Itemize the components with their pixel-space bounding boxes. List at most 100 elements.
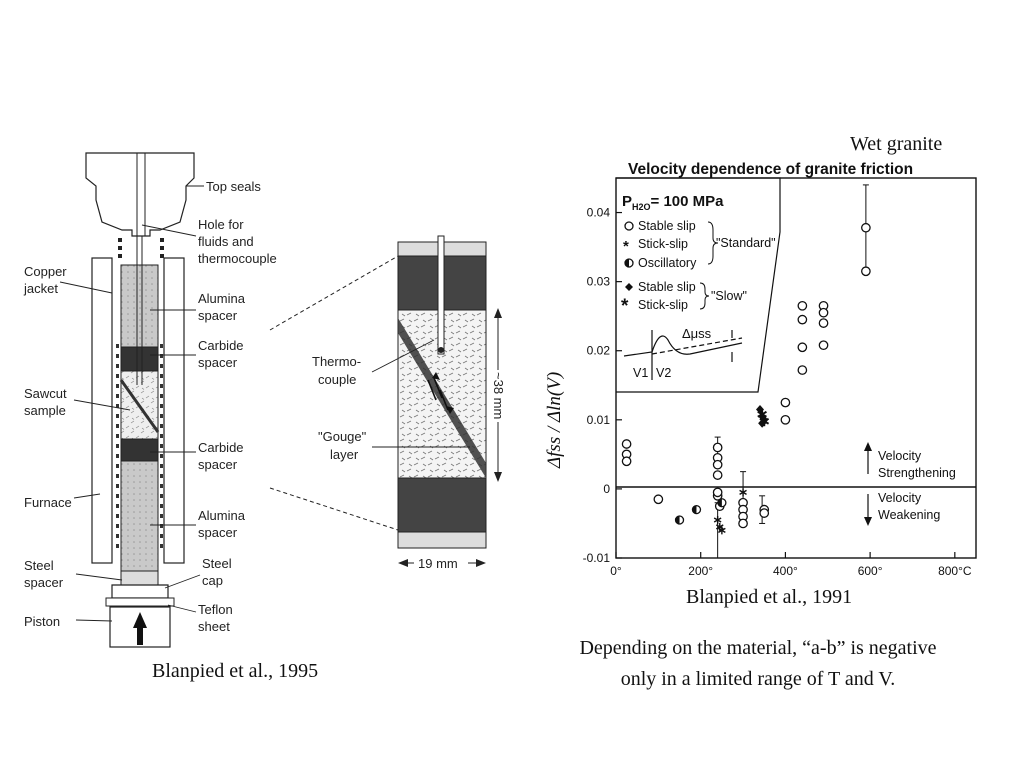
furnace-coil-dot	[116, 344, 119, 348]
label-alumina1-1: Alumina	[198, 291, 246, 306]
legend-standard: "Standard"	[716, 236, 776, 250]
label-teflon-1: Teflon	[198, 602, 233, 617]
furnace-coil-dot	[160, 374, 163, 378]
data-point-open-circle	[818, 340, 829, 351]
data-point-open-circle	[653, 494, 664, 505]
width-dimension: 19 mm	[398, 555, 486, 571]
label-gouge-2: layer	[330, 447, 359, 462]
top-seal-assembly	[85, 152, 195, 258]
legend-stick-slow: Stick-slip	[638, 298, 688, 312]
label-carbide1-2: spacer	[198, 355, 238, 370]
furnace-coil-dot	[116, 424, 119, 428]
furnace-coil-dot	[116, 514, 119, 518]
label-steel-spacer-1: Steel	[24, 558, 54, 573]
chart: -0.0100.010.020.030.040°200°400°600°800°…	[583, 177, 977, 578]
data-point-bold-asterisk	[759, 416, 770, 427]
chart-ylabel: Δfss / Δln(V)	[544, 372, 565, 469]
label-width-dim: 19 mm	[418, 556, 458, 571]
legend-brace-standard	[707, 221, 719, 265]
label-hole-3: thermocouple	[198, 251, 277, 266]
legend-delta-mu: Δμss	[682, 326, 712, 341]
label-steel-cap-2: cap	[202, 573, 223, 588]
legend-stick: Stick-slip	[638, 237, 688, 251]
legend-open-circle-icon	[624, 221, 634, 231]
furnace-coil-dot	[160, 464, 163, 468]
data-point-half-circle	[691, 504, 702, 515]
copper-jacket-left	[91, 257, 113, 564]
data-point-half-circle	[717, 498, 727, 508]
label-weakening-2: Weakening	[878, 508, 940, 522]
furnace-coil-dot	[116, 374, 119, 378]
furnace-coil-dot	[160, 384, 163, 388]
furnace-coil-dot	[160, 444, 163, 448]
legend-half-circle-icon	[624, 258, 634, 268]
label-thermo-2: couple	[318, 372, 356, 387]
furnace-coil-dot	[160, 434, 163, 438]
x-tick-label: 600°	[858, 564, 883, 578]
furnace-coil-dot	[160, 514, 163, 518]
label-piston: Piston	[24, 614, 60, 629]
note-text: Depending on the material, “a-b” is nega…	[520, 633, 996, 695]
furnace-coil-dot	[116, 524, 119, 528]
data-point-open-circle	[797, 342, 808, 353]
furnace-coil-dot	[116, 394, 119, 398]
data-point-open-circle	[712, 442, 723, 453]
label-strengthening-2: Strengthening	[878, 466, 956, 480]
furnace-coil-dot	[116, 494, 119, 498]
data-point-open-circle	[712, 487, 723, 498]
furnace-coil-dot	[160, 494, 163, 498]
label-sawcut-2: sample	[24, 403, 66, 418]
furnace-coil-dot	[160, 424, 163, 428]
apparatus-caption: Blanpied et al., 1995	[152, 660, 319, 682]
furnace-coil-dot	[116, 474, 119, 478]
data-point-open-circle	[780, 397, 791, 408]
detail-connector-top	[269, 255, 399, 331]
furnace-coil-dot	[160, 524, 163, 528]
copper-jacket-right	[163, 257, 185, 564]
furnace-coil-dot	[116, 354, 119, 358]
legend-brace-slow	[699, 282, 710, 310]
furnace-coil-dot	[116, 404, 119, 408]
furnace-coil-dot	[160, 484, 163, 488]
furnace-coil-dot	[116, 504, 119, 508]
furnace-coil-dot	[160, 404, 163, 408]
note-line-2: only in a limited range of T and V.	[620, 668, 896, 690]
x-tick-label: 800°C	[938, 564, 972, 578]
y-tick-label: -0.01	[583, 551, 611, 565]
legend-osc: Oscillatory	[638, 256, 697, 270]
x-tick-label: 400°	[773, 564, 798, 578]
furnace-coil-dot	[116, 484, 119, 488]
label-furnace: Furnace	[24, 495, 72, 510]
label-steel-cap-1: Steel	[202, 556, 232, 571]
label-copper-2: jacket	[23, 281, 58, 296]
furnace-coil-dot	[116, 414, 119, 418]
label-steel-spacer-2: spacer	[24, 575, 64, 590]
note-line-1: Depending on the material, “a-b” is nega…	[579, 637, 937, 659]
furnace-coil-dot	[116, 364, 119, 368]
legend-diamond-icon	[625, 283, 633, 291]
label-weakening-1: Velocity	[878, 491, 922, 505]
y-tick-label: 0.03	[587, 275, 611, 289]
data-point-open-circle	[861, 222, 871, 233]
y-tick-label: 0	[603, 482, 610, 496]
label-alumina2-2: spacer	[198, 525, 238, 540]
label-top-seals: Top seals	[206, 179, 261, 194]
data-point-open-circle	[797, 365, 808, 375]
label-carbide1-1: Carbide	[198, 338, 244, 353]
data-point-open-circle	[818, 307, 829, 318]
furnace-coil-dot	[160, 454, 163, 458]
label-hole-2: fluids and	[198, 234, 254, 249]
furnace-coil-dot	[160, 354, 163, 358]
furnace-coil-dot	[160, 394, 163, 398]
furnace-coil-dot	[160, 534, 163, 538]
label-height-dim: ~38 mm	[491, 372, 506, 419]
legend-box	[616, 177, 781, 393]
furnace-coil-dot	[160, 474, 163, 478]
data-point-asterisk	[739, 488, 747, 497]
label-strengthening-1: Velocity	[878, 449, 922, 463]
label-alumina2-1: Alumina	[198, 508, 246, 523]
label-copper-1: Copper	[24, 264, 67, 279]
y-tick-label: 0.02	[587, 344, 611, 358]
data-point-open-circle	[712, 470, 723, 480]
